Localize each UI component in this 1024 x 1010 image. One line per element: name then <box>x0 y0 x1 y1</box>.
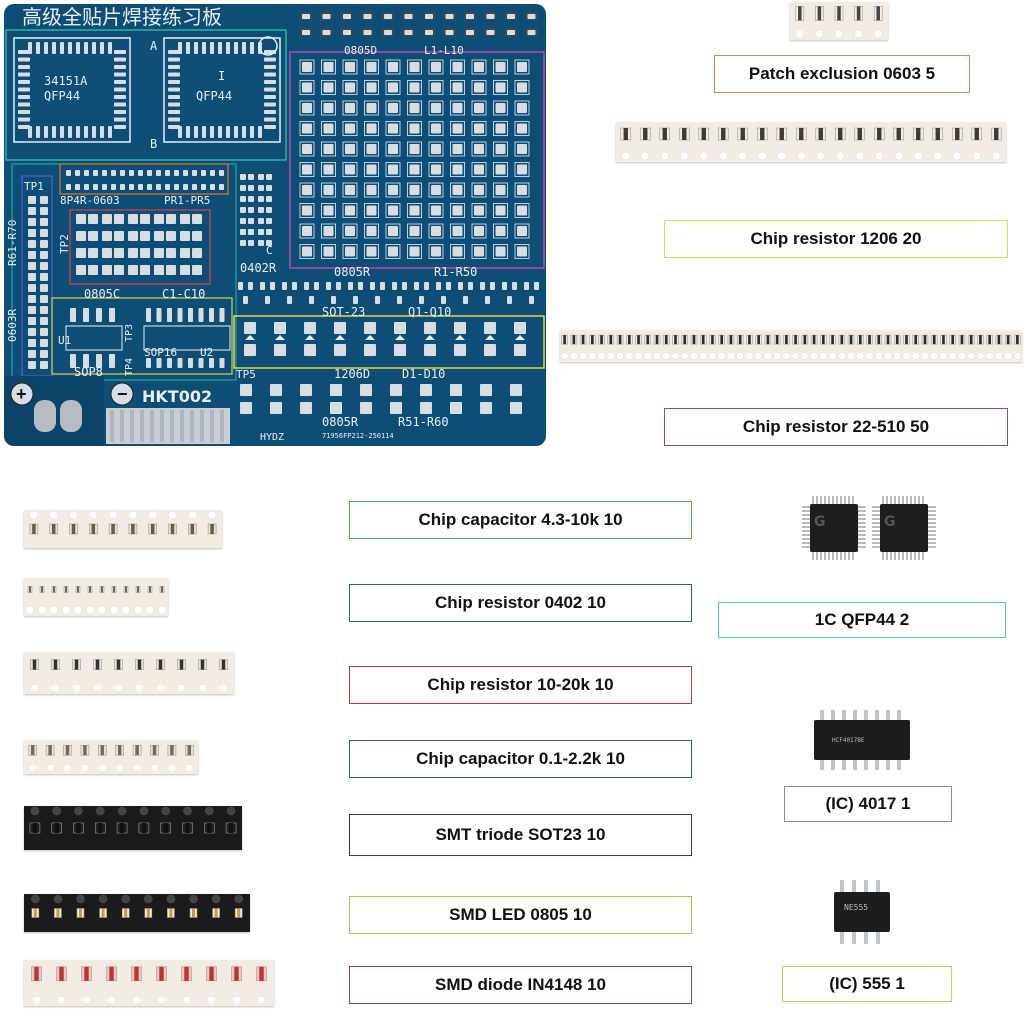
tp2-label: TP2 <box>58 234 71 254</box>
grid-bottom-left-label: 0805R <box>334 265 371 279</box>
capacitor-pad-grid <box>76 214 202 275</box>
u1-label: U1 <box>58 334 71 347</box>
model-label: HKT002 <box>142 387 212 406</box>
tape-chip-capacitor-43-10k <box>24 510 222 548</box>
tape-patch-exclusion <box>790 2 888 40</box>
r0603-label: 0603R <box>6 309 19 342</box>
label-ic-4017: (IC) 4017 1 <box>784 786 952 822</box>
ic-4017-dip: HCF4017BE <box>814 710 910 770</box>
ic-555-marking: NE555 <box>844 903 868 912</box>
label-ic-qfp44: 1C QFP44 2 <box>718 602 1006 638</box>
label-chip-resistor-22-510: Chip resistor 22-510 50 <box>664 408 1008 446</box>
ic-right-label-2: QFP44 <box>196 89 232 103</box>
qfp44-footprint-right <box>163 37 281 143</box>
ic-555-sop: NE555 <box>834 880 890 944</box>
d1206-label: 1206D <box>334 367 370 381</box>
tape-chip-resistor-0402 <box>24 578 168 616</box>
board-title: 高级全贴片焊接练习板 <box>22 5 222 29</box>
tp5-label: TP5 <box>236 368 256 381</box>
label-smt-triode: SMT triode SOT23 10 <box>349 814 692 856</box>
sot23-pad-row <box>238 282 539 304</box>
d-range-label: D1-D10 <box>402 367 445 381</box>
tape-smd-led <box>24 894 250 932</box>
q-range-label: Q1-Q10 <box>408 305 451 319</box>
minus-symbol: − <box>117 384 128 404</box>
label-patch-exclusion: Patch exclusion 0603 5 <box>714 55 970 93</box>
tp3-label: TP3 <box>124 324 135 342</box>
sop-footprints <box>65 308 231 368</box>
label-chip-resistor-10-20k: Chip resistor 10-20k 10 <box>349 666 692 704</box>
tp4-label: TP4 <box>124 358 135 376</box>
ic-right-label-1: I <box>218 69 225 83</box>
grid-bottom-right-label: R1-R50 <box>434 265 477 279</box>
r0805b-label: 0805R <box>322 415 359 429</box>
r0402-label: 0402R <box>240 261 277 275</box>
tape-chip-resistor-22-510 <box>560 330 1022 362</box>
tape-smt-triode <box>24 806 242 850</box>
grid-top-right-label: L1-L10 <box>424 44 464 57</box>
label-chip-resistor-1206: Chip resistor 1206 20 <box>664 220 1008 258</box>
label-chip-resistor-0402: Chip resistor 0402 10 <box>349 584 692 622</box>
tp1-label: TP1 <box>24 180 44 193</box>
led-pad-row <box>244 322 526 356</box>
ic-4017-marking: HCF4017BE <box>832 737 865 744</box>
sop16-label: SOP16 <box>144 346 177 359</box>
r51-label: R51-R60 <box>398 415 449 429</box>
c0805-label: 0805C <box>84 287 120 301</box>
svg-text:G: G <box>884 514 896 530</box>
pr-pad-row <box>66 170 224 190</box>
pr-left-label: 8P4R-0603 <box>60 194 120 207</box>
sot23-label: SOT-23 <box>322 305 365 319</box>
top-pad-row <box>300 12 538 36</box>
ic-left-label-1: 34151A <box>44 74 88 88</box>
label-ic-555: (IC) 555 1 <box>782 966 952 1002</box>
bottom-pad-row <box>240 384 522 414</box>
sop8-label: SOP8 <box>74 365 103 379</box>
tape-chip-resistor-1206 <box>616 122 1006 162</box>
left-pad-column <box>28 196 48 369</box>
r61-label: R61-R70 <box>6 220 19 266</box>
label-chip-capacitor-43-10k: Chip capacitor 4.3-10k 10 <box>349 501 692 539</box>
mark-b: B <box>150 137 157 151</box>
tape-chip-capacitor-01-22k <box>24 740 198 774</box>
u2-label: U2 <box>200 346 213 359</box>
pr-right-label: PR1-PR5 <box>164 194 210 207</box>
plus-symbol: + <box>16 384 27 404</box>
label-chip-capacitor-01-22k: Chip capacitor 0.1-2.2k 10 <box>349 740 692 778</box>
ic-left-label-2: QFP44 <box>44 89 80 103</box>
resistor-pad-grid <box>299 59 530 259</box>
mark-a: A <box>150 39 158 53</box>
grid-top-left-label: 0805D <box>344 44 377 57</box>
mark-c: C <box>266 244 273 257</box>
serial-label: 71956FP212-250114 <box>322 432 394 440</box>
c-range-label: C1-C10 <box>162 287 205 301</box>
brand-label: HYDZ <box>260 432 284 443</box>
tape-chip-resistor-10-20k <box>24 652 234 694</box>
r0402-pad-grid <box>240 174 272 246</box>
tape-smd-diode <box>24 960 274 1006</box>
qfp44-footprint-left <box>13 37 131 143</box>
label-smd-diode: SMD diode IN4148 10 <box>349 966 692 1004</box>
svg-text:G: G <box>814 514 826 530</box>
practice-pcb-board: 高级全贴片焊接练习板 34151A QFP44 I QFP44 A B 0805… <box>4 4 546 446</box>
pcb-artwork: 高级全贴片焊接练习板 34151A QFP44 I QFP44 A B 0805… <box>4 5 545 446</box>
label-smd-led: SMD LED 0805 10 <box>349 896 692 934</box>
